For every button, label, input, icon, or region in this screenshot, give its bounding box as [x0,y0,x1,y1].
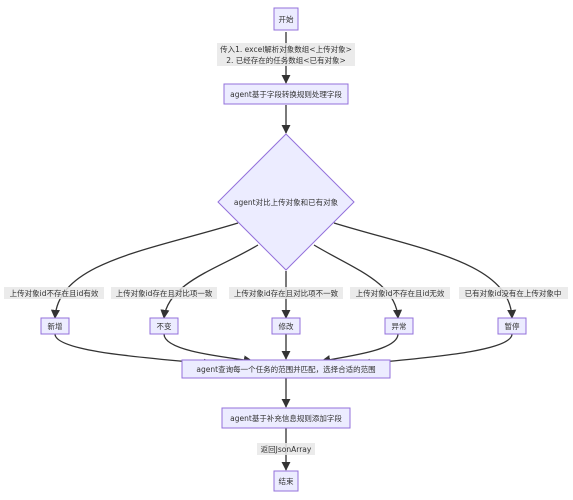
node-suspend-label: 暂停 [505,321,520,331]
input-label-line2: 2. 已经存在的任务数组<已有对象> [226,55,346,65]
node-end-label: 结束 [279,476,294,486]
cond-modify-label: 上传对象id存在且对比项不一致 [234,288,339,298]
node-supplement-label: agent基于补充信息规则添加字段 [230,413,342,423]
edge-compare-to-abnormal [313,244,403,319]
node-new-label: 新增 [48,321,63,331]
cond-abnormal-label: 上传对象id不存在且id无效 [356,288,445,298]
edge-unchanged-to-match [163,333,253,365]
nodes: 开始 agent基于字段转换规则处理字段 agent对比上传对象和已有对象 新增… [40,7,527,492]
node-modify: 修改 [271,317,301,335]
edge-abnormal-to-match [321,333,399,365]
node-start: 开始 [273,7,299,31]
cond-unchanged-label-bg [111,287,217,299]
input-label-line1: 传入1. excel解析对象数组<上传对象> [220,44,352,54]
cond-unchanged-label: 上传对象id存在且对比项一致 [116,288,213,298]
return-label: 返回JsonArray [261,445,312,454]
node-match-scope-label: agent查询每一个任务的范围并匹配，选择合适的范围 [196,364,375,374]
node-field-convert: agent基于字段转换规则处理字段 [223,83,349,105]
node-start-label: 开始 [279,14,294,24]
node-compare-label: agent对比上传对象和已有对象 [234,197,339,207]
cond-new-label: 上传对象id不存在且id有效 [10,288,99,298]
node-suspend: 暂停 [497,317,527,335]
node-compare: agent对比上传对象和已有对象 [217,133,355,271]
edge-compare-to-unchanged [160,244,259,319]
node-abnormal-label: 异常 [392,322,407,331]
node-match-scope: agent查询每一个任务的范围并匹配，选择合适的范围 [181,359,391,379]
node-unchanged-label: 不变 [157,321,172,331]
input-label-bg [217,43,355,66]
node-supplement: agent基于补充信息规则添加字段 [221,407,351,429]
cond-modify-label-bg [229,287,343,299]
node-new: 新增 [40,317,70,335]
node-unchanged: 不变 [149,317,179,335]
node-abnormal: 异常 [384,317,414,335]
node-field-convert-label: agent基于字段转换规则处理字段 [230,89,342,99]
cond-suspend-label-bg [459,287,568,299]
edge-labels: 传入1. excel解析对象数组<上传对象> 2. 已经存在的任务数组<已有对象… [4,43,568,455]
node-modify-label: 修改 [279,321,294,331]
node-end: 结束 [273,470,299,492]
return-label-bg [257,443,315,455]
cond-new-label-bg [4,287,104,299]
cond-abnormal-label-bg [350,287,450,299]
cond-suspend-label: 已有对象id没有在上传对象中 [465,288,562,298]
